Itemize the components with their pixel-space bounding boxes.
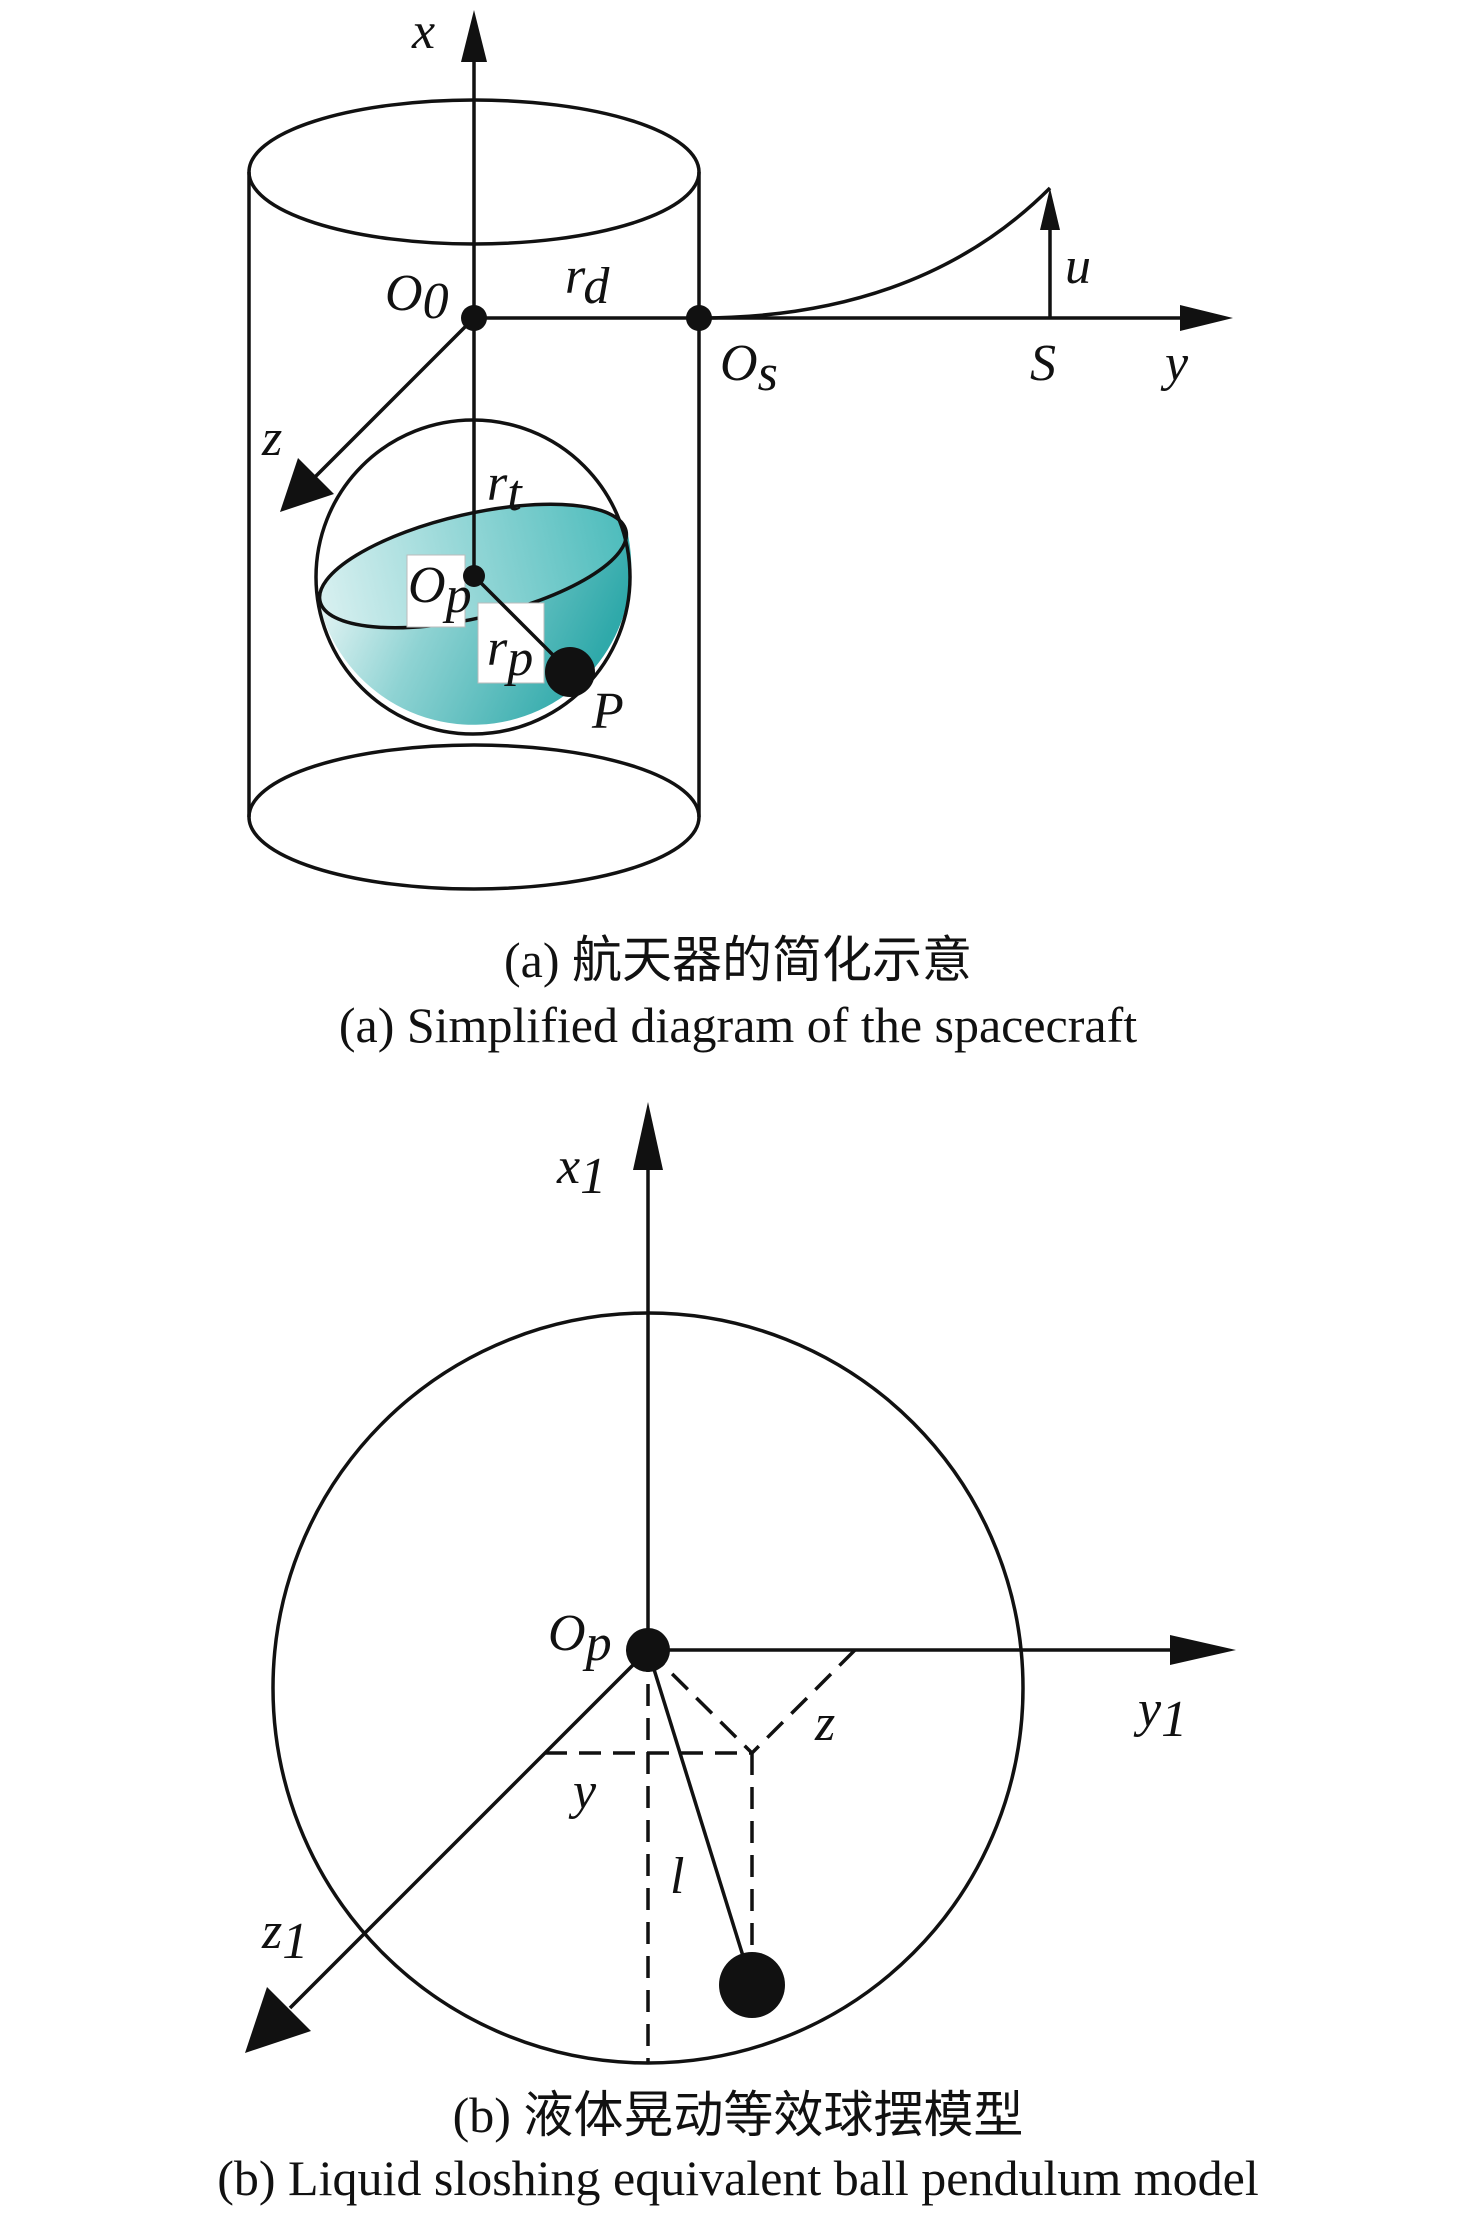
panel-a-diagram <box>247 10 1233 891</box>
label-y: y <box>1160 335 1189 392</box>
center-Op-dot-b <box>626 1628 670 1672</box>
label-S: S <box>1030 335 1056 392</box>
y-axis-arrowhead <box>1180 305 1233 331</box>
dash-to-mass-diagonal <box>646 1648 754 1755</box>
panel-b-diagram <box>245 1102 1236 2065</box>
rp-label-box <box>477 602 545 684</box>
label-Os: Os <box>720 335 778 402</box>
x1-axis-arrowhead <box>633 1102 663 1170</box>
label-rd: rd <box>565 248 610 315</box>
center-Op-dot <box>463 565 485 587</box>
label-Op-a: Op <box>408 557 472 624</box>
label-x1: x1 <box>556 1138 606 1205</box>
label-rt: rt <box>487 455 523 522</box>
label-rp: rp <box>487 620 533 687</box>
dashed-projections <box>545 1648 857 2062</box>
z1-axis-arrowhead <box>245 1987 311 2053</box>
label-u: u <box>1065 238 1091 295</box>
origin-Os-dot <box>686 305 712 331</box>
y1-axis-arrowhead <box>1170 1635 1236 1665</box>
caption-a-chinese: (a) 航天器的简化示意 <box>504 932 972 988</box>
label-y-b: y <box>568 1763 597 1820</box>
z-axis <box>311 316 476 481</box>
caption-b-english: (b) Liquid sloshing equivalent ball pend… <box>217 2150 1259 2206</box>
label-O0: O0 <box>385 265 449 330</box>
pendulum-rod-b <box>646 1649 754 1986</box>
dash-z-diagonal <box>750 1648 857 1755</box>
panel-a-labels: x O0 rd u Os S y z rt Op rp P <box>261 3 1189 740</box>
label-l: l <box>670 1848 684 1905</box>
label-P: P <box>591 683 624 740</box>
caption-a-english: (a) Simplified diagram of the spacecraft <box>338 997 1138 1053</box>
op-label-box <box>406 554 466 628</box>
cylinder-bottom-ellipse <box>247 743 701 891</box>
label-x: x <box>411 3 435 60</box>
label-Op-b: Op <box>548 1605 612 1672</box>
caption-b-chinese: (b) 液体晃动等效球摆模型 <box>452 2087 1024 2143</box>
flexible-appendage-curve <box>698 186 1052 320</box>
pendulum-mass-P <box>545 647 595 697</box>
z-axis-arrowhead <box>280 458 334 512</box>
label-z1: z1 <box>261 1903 308 1970</box>
x-axis-arrowhead <box>461 10 487 62</box>
z1-axis <box>288 1648 650 2010</box>
pendulum-ball <box>719 1952 785 2018</box>
u-deflection-arrowhead <box>1040 188 1060 230</box>
origin-O0-dot <box>461 305 487 331</box>
label-y1: y1 <box>1133 1681 1187 1748</box>
panel-b-labels: x1 Op y1 z1 z y l <box>261 1138 1187 1970</box>
label-z: z <box>261 410 282 467</box>
label-z-b: z <box>814 1695 835 1752</box>
